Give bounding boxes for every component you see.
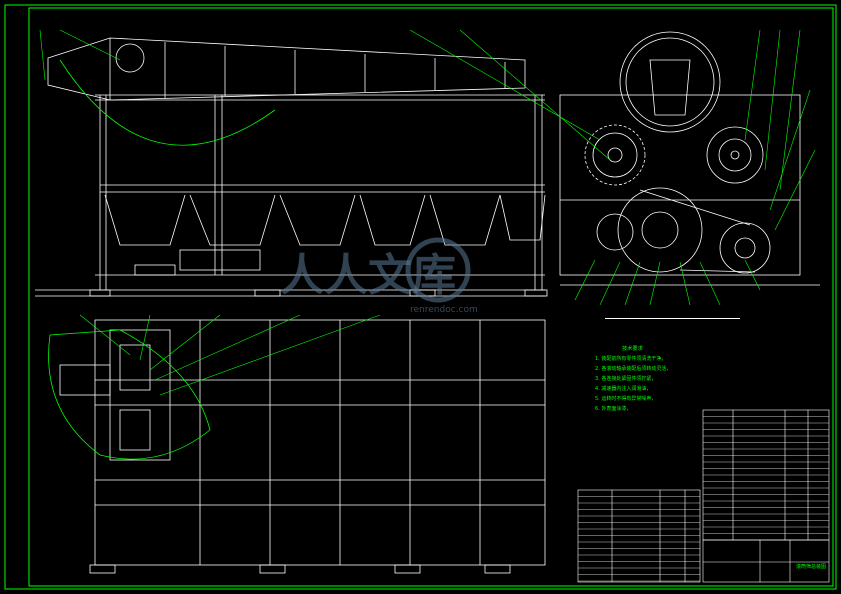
parts-list-left-rows xyxy=(578,496,700,582)
section-outline xyxy=(48,329,211,460)
notes-line: 5. 运转时不得有异常噪声， xyxy=(595,395,656,402)
watermark: 人人文库 renrendoc.com xyxy=(280,237,478,315)
notes-title: 技术要求 xyxy=(622,344,644,352)
side-view-leaders xyxy=(574,29,816,306)
side-view xyxy=(559,31,820,286)
watermark-logo-circle xyxy=(405,237,471,303)
parts-list-left xyxy=(577,489,701,583)
notes-line: 1. 装配前所有零件须清洗干净， xyxy=(595,355,666,362)
sheet-frame xyxy=(4,4,837,590)
notes-line: 6. 外表面涂漆， xyxy=(595,405,631,412)
plan-view-leaders xyxy=(39,29,611,396)
watermark-subtext: renrendoc.com xyxy=(410,305,478,315)
notes-line: 3. 各连接处紧固件须拧紧， xyxy=(595,375,656,382)
notes-line: 2. 各滚动轴承装配后须转动灵活， xyxy=(595,365,671,372)
title-block-name: 滚筒筛总装图 xyxy=(796,563,826,570)
technical-notes: 技术要求 1. 装配前所有零件须清洗干净， 2. 各滚动轴承装配后须转动灵活， … xyxy=(595,344,671,412)
parts-list-right-rows xyxy=(703,416,829,534)
watermark-text: 人人文库 xyxy=(280,250,456,301)
drum-arc-detail xyxy=(59,59,276,146)
side-view-dimension xyxy=(605,318,740,319)
title-block xyxy=(702,539,830,583)
notes-line: 4. 减速器内注入润滑油， xyxy=(595,385,651,392)
plan-view xyxy=(59,319,546,574)
